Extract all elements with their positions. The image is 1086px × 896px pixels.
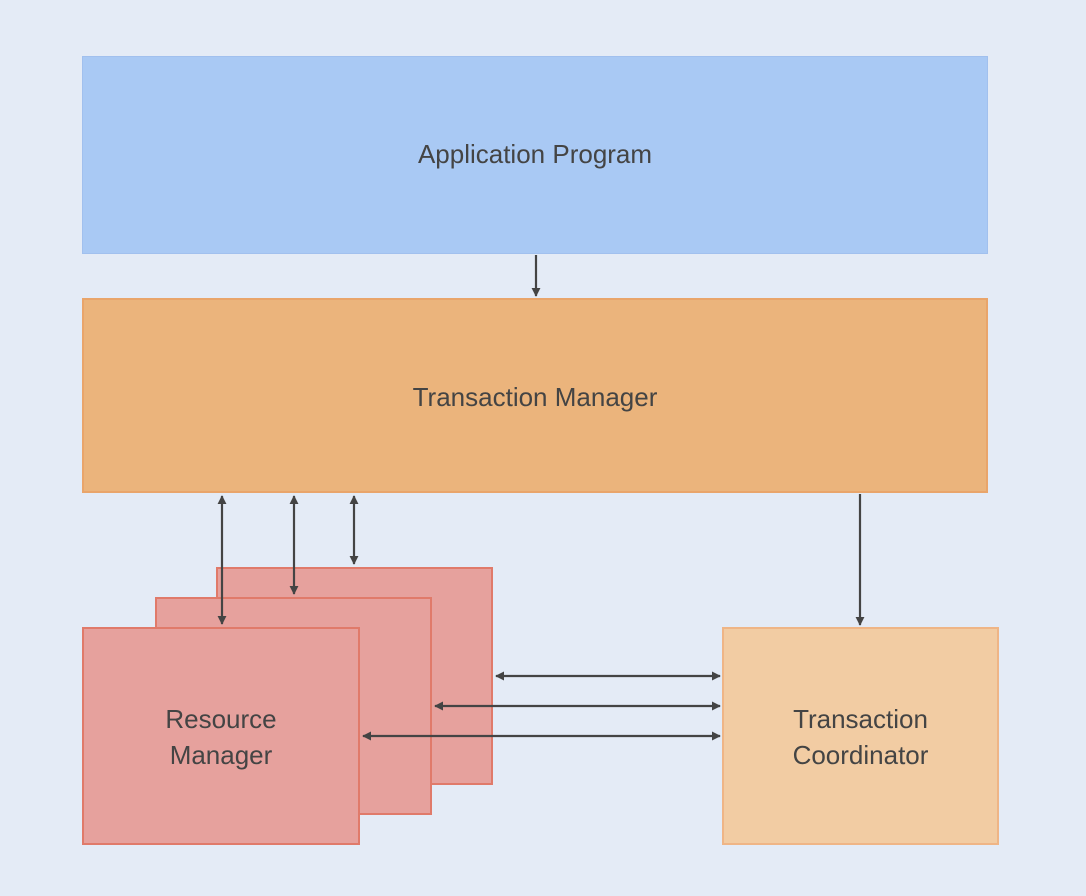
application-program-label: Application Program: [417, 139, 653, 169]
transaction-coordinator-label-line2: Coordinator: [792, 740, 929, 770]
transaction-manager-box: Transaction Manager: [82, 298, 988, 493]
resource-manager-box-front: Resource Manager: [82, 627, 360, 845]
transaction-manager-label: Transaction Manager: [412, 382, 658, 412]
resource-manager-label-line1: Resource: [165, 704, 277, 734]
transaction-coordinator-label-line1: Transaction: [793, 704, 928, 734]
resource-manager-label-line2: Manager: [169, 740, 273, 770]
application-program-box: Application Program: [82, 56, 988, 254]
transaction-coordinator-box: Transaction Coordinator: [722, 627, 999, 845]
